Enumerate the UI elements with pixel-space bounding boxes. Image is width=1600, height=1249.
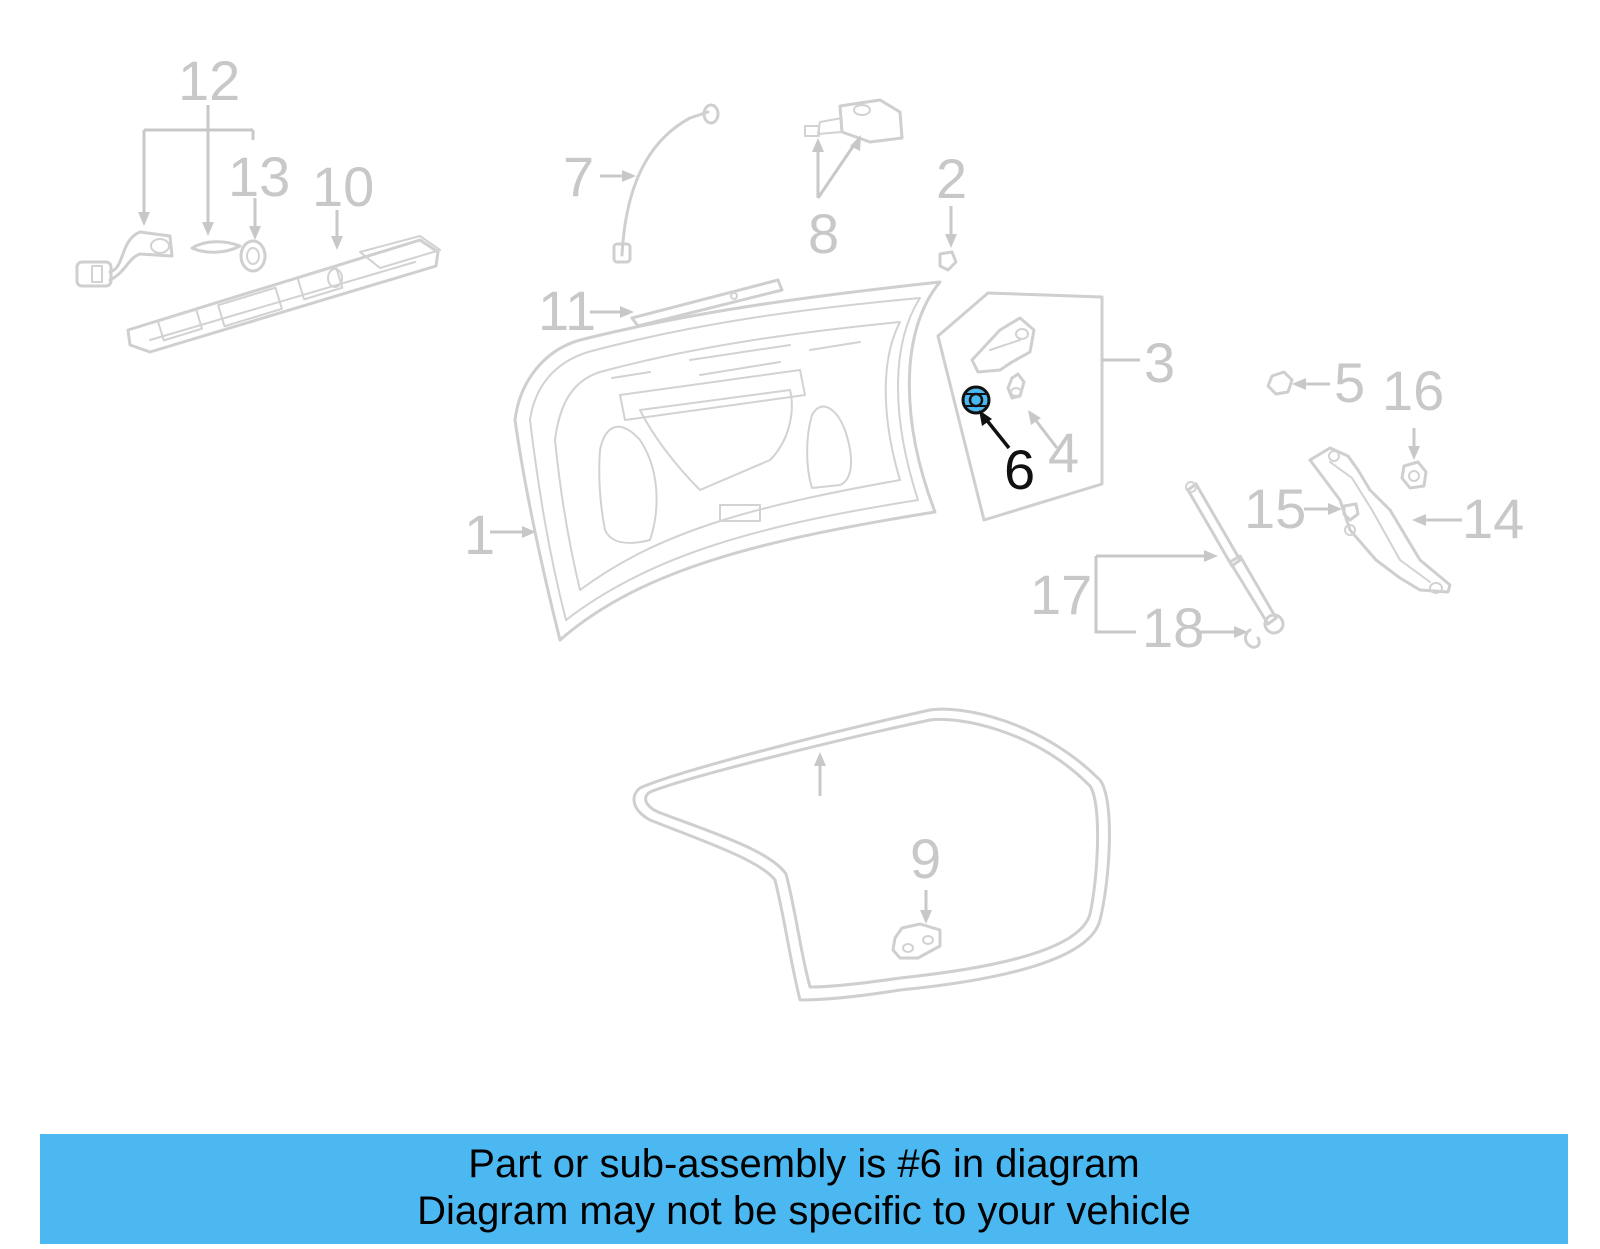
callout-1: 1: [464, 503, 495, 566]
callout-14: 14: [1462, 487, 1524, 550]
part-9-clip: [891, 890, 942, 960]
part-5-nut: [1266, 370, 1330, 396]
part-7-cable: [600, 103, 720, 264]
callout-15: 15: [1244, 477, 1306, 540]
part-12-lock-cylinder: [75, 230, 242, 288]
callout-18: 18: [1142, 596, 1204, 659]
banner-line-part: Part or sub-assembly is #6 in diagram: [468, 1142, 1140, 1186]
leaders-12-13-10: [138, 105, 343, 250]
callout-9: 9: [910, 827, 941, 890]
part-2-clip: [938, 206, 958, 272]
callout-6: 6: [1004, 438, 1035, 501]
part-11-panel: [590, 278, 784, 328]
callout-4: 4: [1048, 421, 1079, 484]
callout-2: 2: [936, 147, 967, 210]
callout-8: 8: [808, 202, 839, 265]
part-6-highlighted-clip: [961, 385, 1011, 450]
part-3-latch-assembly: [936, 291, 1140, 522]
callout-17: 17: [1030, 563, 1092, 626]
part-18-clip: [1200, 626, 1261, 649]
part-9-weatherstrip: [632, 707, 1111, 1002]
part-16-nut: [1400, 428, 1428, 490]
part-15-clip: [1304, 502, 1360, 522]
callout-11: 11: [538, 279, 596, 342]
part-17-gas-strut: [1094, 481, 1285, 635]
part-13-grommet: [239, 239, 267, 273]
part-1-trunk-lid: [490, 280, 942, 642]
banner-line-disclaimer: Diagram may not be specific to your vehi…: [417, 1189, 1191, 1233]
part-10-garnish-bracket: [126, 235, 441, 354]
part-8-actuator: [804, 98, 904, 199]
callout-7: 7: [563, 145, 594, 208]
callout-3: 3: [1144, 331, 1175, 394]
part-14-hinge: [1308, 446, 1462, 594]
callout-12: 12: [178, 49, 240, 112]
callout-13: 13: [228, 145, 290, 208]
callout-10: 10: [312, 155, 374, 218]
callout-5: 5: [1334, 351, 1365, 414]
callout-16: 16: [1382, 359, 1444, 422]
info-banner: Part or sub-assembly is #6 in diagram Di…: [40, 1134, 1568, 1244]
